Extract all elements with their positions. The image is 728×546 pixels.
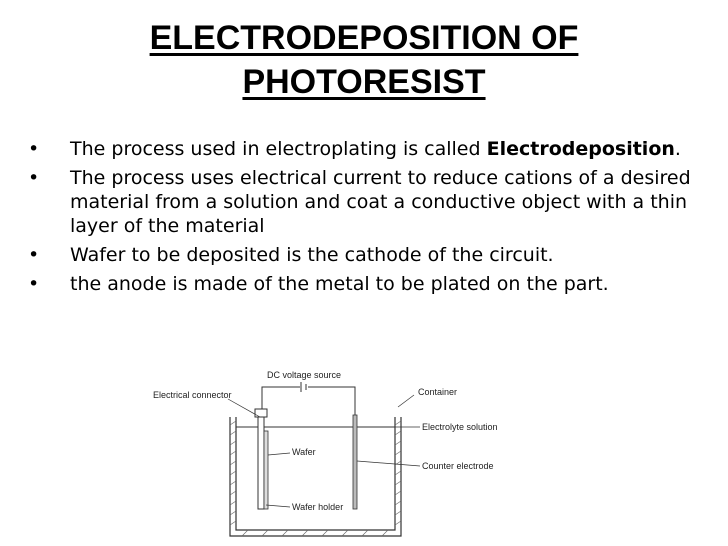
label-wafer-holder: Wafer holder	[292, 502, 343, 512]
bullet-bold-term: Electrodeposition	[486, 138, 675, 160]
bullet-list: The process used in electroplating is ca…	[28, 137, 708, 301]
bullet-text: Wafer to be deposited is the cathode of …	[70, 244, 554, 266]
dc-wire-left	[261, 386, 300, 415]
battery-icon	[300, 382, 307, 392]
label-container: Container	[418, 387, 457, 397]
label-wafer: Wafer	[292, 447, 316, 457]
bullet-suffix: .	[674, 138, 681, 160]
container-outer-wall	[229, 417, 402, 537]
bullet-item-2: The process uses electrical current to r…	[28, 166, 708, 238]
label-counter-electrode: Counter electrode	[422, 461, 494, 471]
title-line-1: ELECTRODEPOSITION OF	[149, 19, 579, 57]
dc-wire-right	[308, 386, 356, 415]
electrical-connector	[254, 408, 268, 418]
wafer	[263, 430, 269, 510]
slide-title: ELECTRODEPOSITION OF PHOTORESIST	[0, 16, 728, 104]
title-line-2: PHOTORESIST	[242, 63, 486, 101]
label-electrical-connector: Electrical connector	[153, 390, 232, 400]
bullet-item-1: The process used in electroplating is ca…	[28, 137, 708, 161]
container-inner-wall	[235, 417, 396, 531]
container-hatching	[229, 420, 402, 537]
bullet-item-4: the anode is made of the metal to be pla…	[28, 272, 708, 296]
bullet-item-3: Wafer to be deposited is the cathode of …	[28, 243, 708, 267]
bullet-text: The process uses electrical current to r…	[70, 167, 691, 237]
wafer-holder	[257, 414, 265, 510]
leader-lines	[227, 394, 421, 508]
electrodeposition-diagram: DC voltage source Electrical connector C…	[153, 370, 498, 537]
label-dc-voltage-source: DC voltage source	[267, 370, 341, 380]
bullet-text: the anode is made of the metal to be pla…	[70, 273, 609, 295]
label-electrolyte-solution: Electrolyte solution	[422, 422, 498, 432]
counter-electrode	[352, 414, 358, 510]
bullet-text: The process used in electroplating is ca…	[70, 138, 487, 160]
